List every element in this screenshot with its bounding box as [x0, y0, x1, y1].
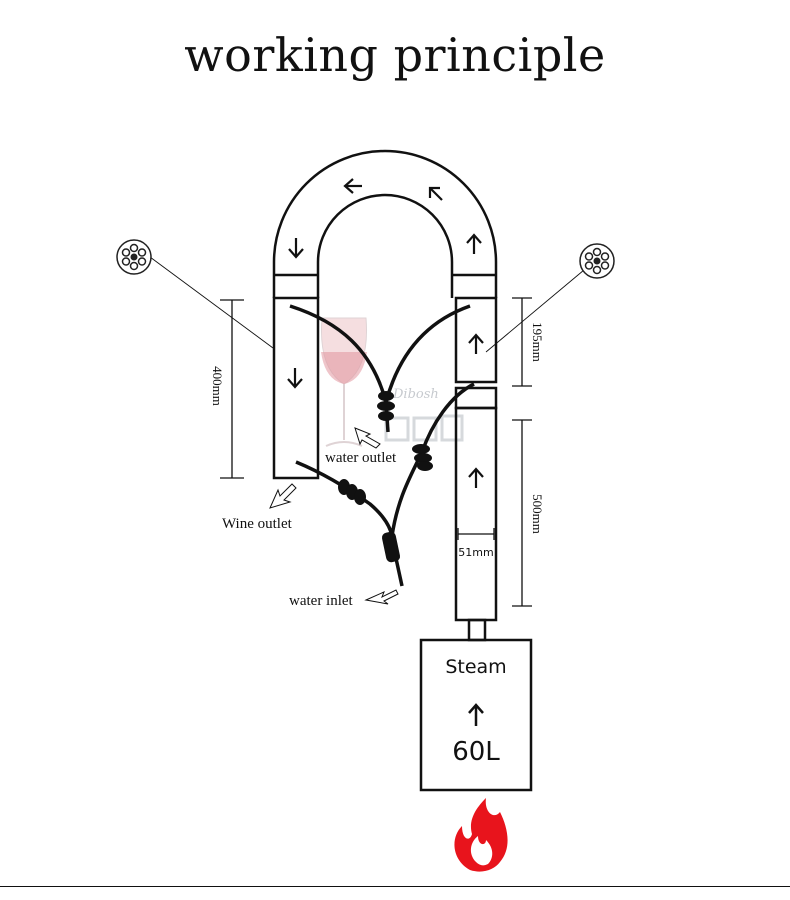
water-outlet-label: water outlet	[325, 450, 397, 466]
dimension-right-bottom	[512, 419, 532, 607]
dimension-right-top	[512, 297, 532, 387]
steam-label: Steam	[445, 656, 506, 678]
hose-clamp-icon	[338, 479, 366, 505]
arrow-icon	[287, 368, 303, 389]
arrow-icon	[468, 333, 484, 354]
watermark-glyphs-icon	[384, 414, 464, 442]
leader-line	[149, 256, 274, 349]
boiler-tank	[419, 638, 533, 792]
hose-clamp-icon	[412, 444, 433, 471]
hose-clamp-icon	[381, 531, 401, 563]
boiler-neck	[467, 618, 487, 642]
arrow-icon	[468, 467, 484, 488]
pointer-hand-icon	[364, 589, 399, 605]
pointer-hand-icon	[269, 483, 297, 509]
flame-icon	[454, 798, 508, 872]
leader-line	[485, 269, 585, 353]
volume-label: 60L	[452, 737, 500, 767]
pointer-hand-icon	[354, 427, 381, 449]
arrow-icon	[343, 178, 362, 194]
hose-clamp-icon	[377, 391, 395, 421]
arrow-icon	[288, 238, 304, 259]
dim-left-label: 400mm	[210, 366, 225, 406]
left-condenser	[272, 296, 320, 480]
watermark-text: Dibosh	[392, 387, 439, 402]
arrow-icon	[428, 186, 443, 201]
wine-glass-icon	[320, 317, 368, 447]
bottom-rule	[0, 886, 790, 887]
wine-outlet-label: Wine outlet	[222, 516, 293, 532]
arrow-icon	[468, 703, 484, 726]
arrow-icon	[466, 233, 482, 254]
right-upper-column	[454, 296, 498, 384]
u-column	[272, 149, 498, 298]
filter-disc-icon	[579, 243, 615, 279]
filter-disc-icon	[116, 239, 152, 275]
dim-right-bottom-label: 500mm	[530, 494, 545, 534]
dimension-left	[220, 299, 244, 479]
dim-diameter-label: 51mm	[458, 546, 493, 559]
water-inlet-label: water inlet	[289, 593, 354, 609]
page-title: working principle	[184, 28, 606, 82]
dimension-diameter	[457, 528, 495, 540]
dim-right-top-label: 195mm	[530, 322, 545, 362]
